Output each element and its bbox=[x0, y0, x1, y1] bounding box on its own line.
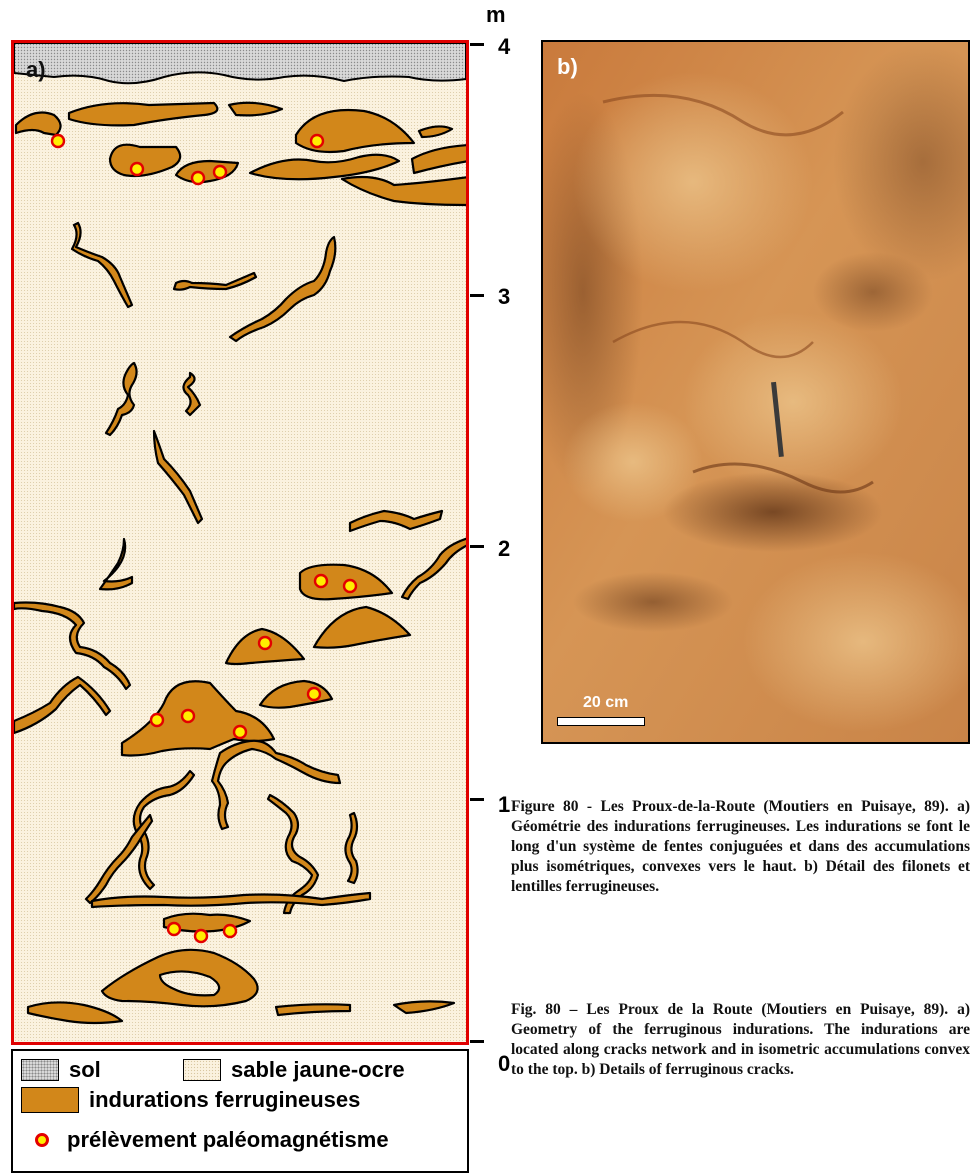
panel-b-label: b) bbox=[557, 54, 578, 80]
sample-point bbox=[259, 637, 271, 649]
depth-tick-label-0: 0 bbox=[498, 1051, 510, 1077]
legend-row-sol: sol bbox=[21, 1055, 101, 1085]
legend-swatch-sable bbox=[183, 1059, 221, 1081]
depth-tick-0 bbox=[470, 1040, 484, 1043]
sample-point bbox=[344, 580, 356, 592]
legend-label-sable: sable jaune-ocre bbox=[231, 1057, 405, 1083]
caption-french: Figure 80 - Les Proux-de-la-Route (Mouti… bbox=[511, 797, 970, 897]
legend-row-prelevement: prélèvement paléomagnétisme bbox=[35, 1125, 389, 1155]
depth-tick-1 bbox=[470, 798, 484, 801]
sample-point bbox=[195, 930, 207, 942]
section-svg bbox=[14, 43, 466, 1042]
field-photo: b) 20 cm bbox=[541, 40, 970, 744]
legend: sol sable jaune-ocre indurations ferrugi… bbox=[11, 1049, 469, 1173]
depth-tick-4 bbox=[470, 43, 484, 46]
section-drawing: a) bbox=[11, 40, 469, 1045]
photo-scale-bar bbox=[557, 717, 645, 726]
legend-row-indurations: indurations ferrugineuses bbox=[21, 1085, 360, 1115]
legend-row-sable: sable jaune-ocre bbox=[183, 1055, 405, 1085]
photo-scale-label: 20 cm bbox=[583, 694, 628, 712]
legend-label-indurations: indurations ferrugineuses bbox=[89, 1087, 360, 1113]
legend-label-sol: sol bbox=[69, 1057, 101, 1083]
depth-tick-label-3: 3 bbox=[498, 284, 510, 310]
sample-point bbox=[214, 166, 226, 178]
depth-tick-3 bbox=[470, 294, 484, 297]
depth-unit-label: m bbox=[486, 2, 506, 28]
sample-point bbox=[315, 575, 327, 587]
sample-point bbox=[224, 925, 236, 937]
legend-label-prelevement: prélèvement paléomagnétisme bbox=[67, 1127, 389, 1153]
legend-swatch-sample-point bbox=[35, 1133, 49, 1147]
depth-tick-label-2: 2 bbox=[498, 536, 510, 562]
panel-a-label: a) bbox=[26, 57, 46, 83]
sample-point bbox=[192, 172, 204, 184]
sample-point bbox=[308, 688, 320, 700]
photo-svg bbox=[543, 42, 968, 742]
sample-point bbox=[234, 726, 246, 738]
sample-point bbox=[52, 135, 64, 147]
sample-point bbox=[131, 163, 143, 175]
sample-point bbox=[182, 710, 194, 722]
depth-tick-label-1: 1 bbox=[498, 792, 510, 818]
sample-point bbox=[168, 923, 180, 935]
depth-tick-2 bbox=[470, 545, 484, 548]
legend-swatch-sol bbox=[21, 1059, 59, 1081]
depth-tick-label-4: 4 bbox=[498, 34, 510, 60]
sample-point bbox=[151, 714, 163, 726]
caption-english: Fig. 80 – Les Proux de la Route (Moutier… bbox=[511, 1000, 970, 1080]
legend-swatch-indurations bbox=[21, 1087, 79, 1113]
sample-point bbox=[311, 135, 323, 147]
